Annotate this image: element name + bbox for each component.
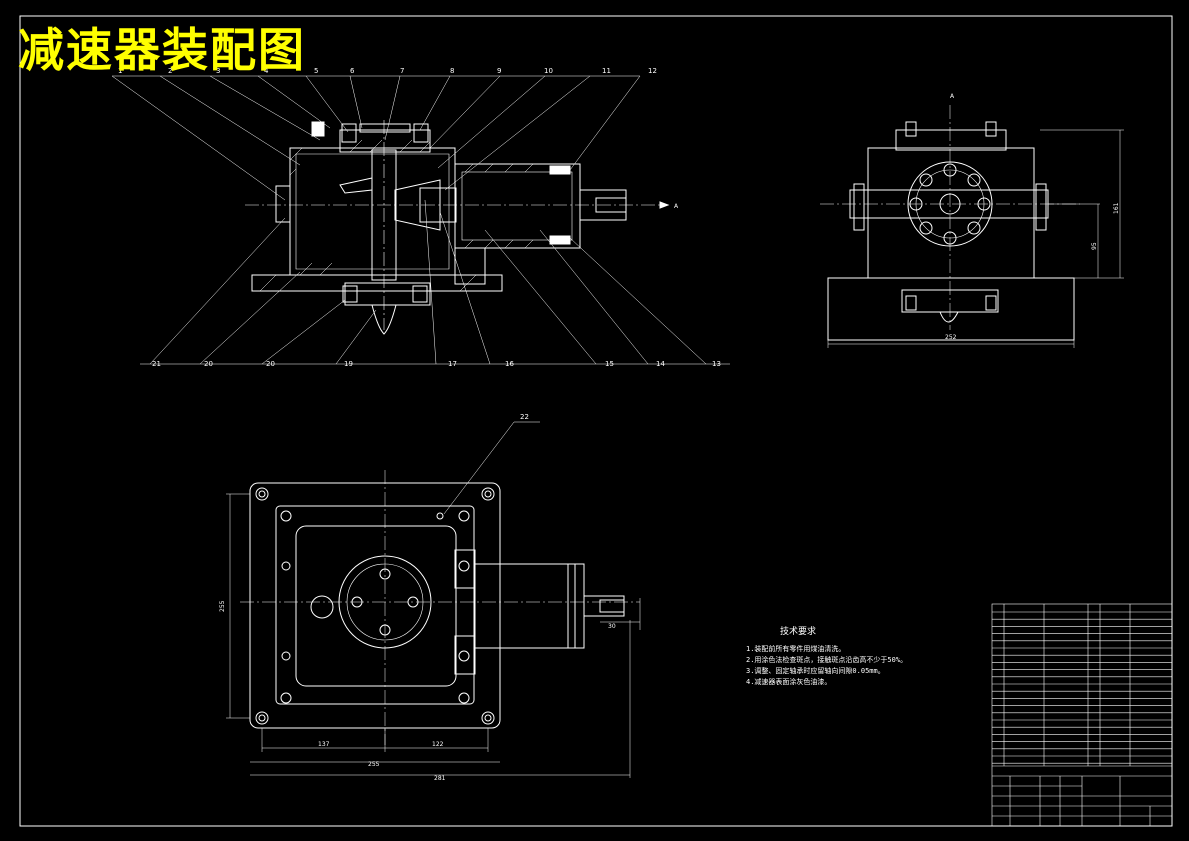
tech-item-2: 2.用涂色法检查斑点，接触斑点沿齿高不少于50%。 bbox=[746, 656, 908, 664]
dim-plan-height: 255 bbox=[219, 600, 226, 612]
part-no-10: 10 bbox=[544, 67, 553, 75]
dim-plan-w1: 137 bbox=[318, 741, 330, 748]
dim-plan-w3: 255 bbox=[368, 761, 380, 768]
part-no-7: 7 bbox=[400, 67, 404, 75]
drawing-title: 减速器装配图 bbox=[18, 23, 306, 77]
dim-side-height-1: 161 bbox=[1113, 202, 1120, 214]
part-no-8: 8 bbox=[450, 67, 454, 75]
drawing-border bbox=[19, 15, 1173, 827]
tech-item-4: 4.减速器表面涂灰色油漆。 bbox=[746, 678, 832, 686]
svg-text:A: A bbox=[950, 93, 955, 100]
part-no-5: 5 bbox=[314, 67, 318, 75]
tech-item-3: 3.调整、固定轴承时应留轴向间隙0.05mm。 bbox=[746, 667, 885, 675]
part-no-11: 11 bbox=[602, 67, 611, 75]
tech-item-1: 1.装配前所有零件用煤油清洗。 bbox=[746, 645, 846, 653]
dim-side-width: 252 bbox=[945, 334, 957, 341]
part-no-9: 9 bbox=[497, 67, 501, 75]
dim-plan-shaft: 30 bbox=[608, 623, 616, 630]
parts-list-table bbox=[991, 603, 1173, 827]
technical-requirements: 技术要求 1.装配前所有零件用煤油清洗。 2.用涂色法检查斑点，接触斑点沿齿高不… bbox=[746, 627, 907, 688]
dim-plan-w2: 122 bbox=[432, 741, 444, 748]
side-view: A 252 161 95 bbox=[820, 93, 1124, 348]
part-no-4: 4 bbox=[264, 67, 269, 75]
part-no-12: 12 bbox=[648, 67, 657, 75]
part-no-2: 2 bbox=[168, 67, 172, 75]
front-section-view: A bbox=[111, 67, 730, 368]
tech-heading: 技术要求 bbox=[780, 627, 817, 637]
dim-plan-w4: 281 bbox=[434, 775, 446, 782]
part-no-3: 3 bbox=[216, 67, 220, 75]
dim-side-height-2: 95 bbox=[1091, 242, 1098, 250]
plan-view: 22 255 137 122 255 281 30 bbox=[219, 413, 641, 782]
svg-text:A: A bbox=[674, 203, 679, 210]
part-no-6: 6 bbox=[350, 67, 355, 75]
part-no-22: 22 bbox=[520, 413, 529, 421]
part-no-1: 1 bbox=[118, 67, 122, 75]
